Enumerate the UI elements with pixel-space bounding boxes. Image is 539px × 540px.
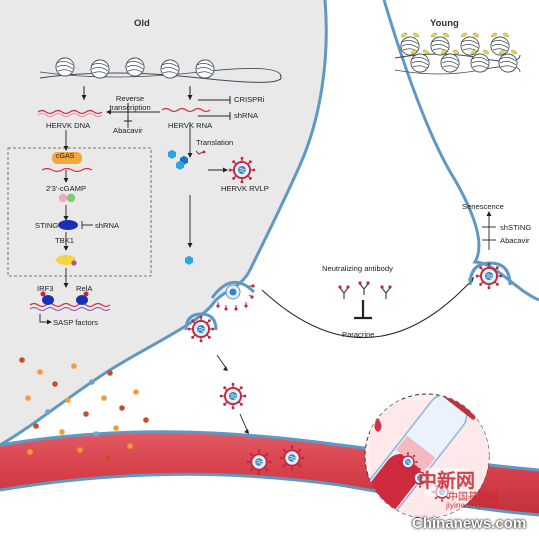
watermark-logo-mark	[424, 468, 470, 496]
neutralizing-antibody-label: Neutralizing antibody	[322, 264, 393, 273]
old-title: Old	[134, 18, 150, 29]
hervk-rvlp-label: HERVK RVLP	[221, 184, 269, 193]
abacavir-right-label: Abacavir	[500, 236, 530, 245]
paracrine-arrow	[261, 279, 473, 339]
young-chromatin	[394, 32, 521, 75]
hervk-dna-strand	[37, 109, 103, 115]
hervk-rvlp-particle	[227, 155, 257, 185]
translation-label: Translation	[196, 138, 234, 147]
rela-protein	[76, 295, 88, 305]
tbk1-protein	[56, 255, 76, 265]
irf3-label: IRF3	[37, 284, 54, 293]
young-cell-membrane	[382, 0, 539, 302]
sting-label: STING	[35, 221, 59, 230]
promoter-dna	[29, 302, 111, 308]
cgas-label: cGAS	[56, 153, 75, 160]
hervk-dna-label: HERVK DNA	[46, 121, 91, 130]
exiting-virus	[186, 314, 216, 344]
watermark-site-url: jiyinwang.com	[446, 500, 500, 510]
tbk1-label: TBK1	[55, 236, 74, 245]
sasp-factors-label: SASP factors	[53, 318, 99, 327]
shsting-label: shSTING	[500, 223, 532, 232]
reverse-transcription-label: Reverse transcription	[109, 94, 151, 112]
capsid-hexagon	[185, 255, 193, 265]
watermark-logo: 中新网	[418, 470, 476, 492]
senescence-label: Senescence	[462, 202, 504, 211]
irf3-protein	[42, 295, 54, 305]
old-cell-body	[0, 0, 327, 445]
shrna-rna-label: shRNA	[234, 111, 259, 120]
crispri-label: CRISPRi	[234, 95, 265, 104]
entering-virus	[474, 261, 504, 291]
circulating-virus-1	[218, 381, 248, 411]
budding-pocket	[184, 312, 218, 331]
capsid-protein-cluster	[168, 149, 206, 170]
young-title: Young	[430, 18, 459, 29]
budding-virus	[225, 284, 241, 300]
cgamp-molecule-a	[58, 193, 68, 203]
cgas-protein	[52, 152, 82, 164]
cgamp-molecule-b	[66, 193, 76, 203]
abacavir-left-label: Abacavir	[113, 126, 143, 135]
shrna-sting-label: shRNA	[95, 221, 120, 230]
old-chromatin	[39, 57, 282, 83]
watermark-site-cn: 中国基因网	[448, 492, 498, 503]
neutralizing-antibodies	[339, 283, 391, 299]
entry-pocket	[468, 261, 512, 286]
paracrine-label: Paracrine	[342, 330, 375, 339]
vessel-virus-1	[245, 448, 273, 476]
budding-membrane	[210, 281, 256, 299]
watermark-chinanews: Chinanews.com	[412, 515, 527, 532]
signaling-pathway-box	[7, 147, 152, 277]
hervk-rna-strand	[161, 107, 211, 113]
rela-label: RelA	[76, 284, 93, 293]
sasp-factor-dots	[19, 357, 149, 461]
blood-tube-inset	[364, 393, 490, 519]
cgamp-label: 2'3'-cGAMP	[46, 184, 87, 193]
hervk-rna-label: HERVK RNA	[168, 121, 213, 130]
vessel-virus-2	[278, 444, 306, 472]
sting-protein	[58, 220, 78, 230]
